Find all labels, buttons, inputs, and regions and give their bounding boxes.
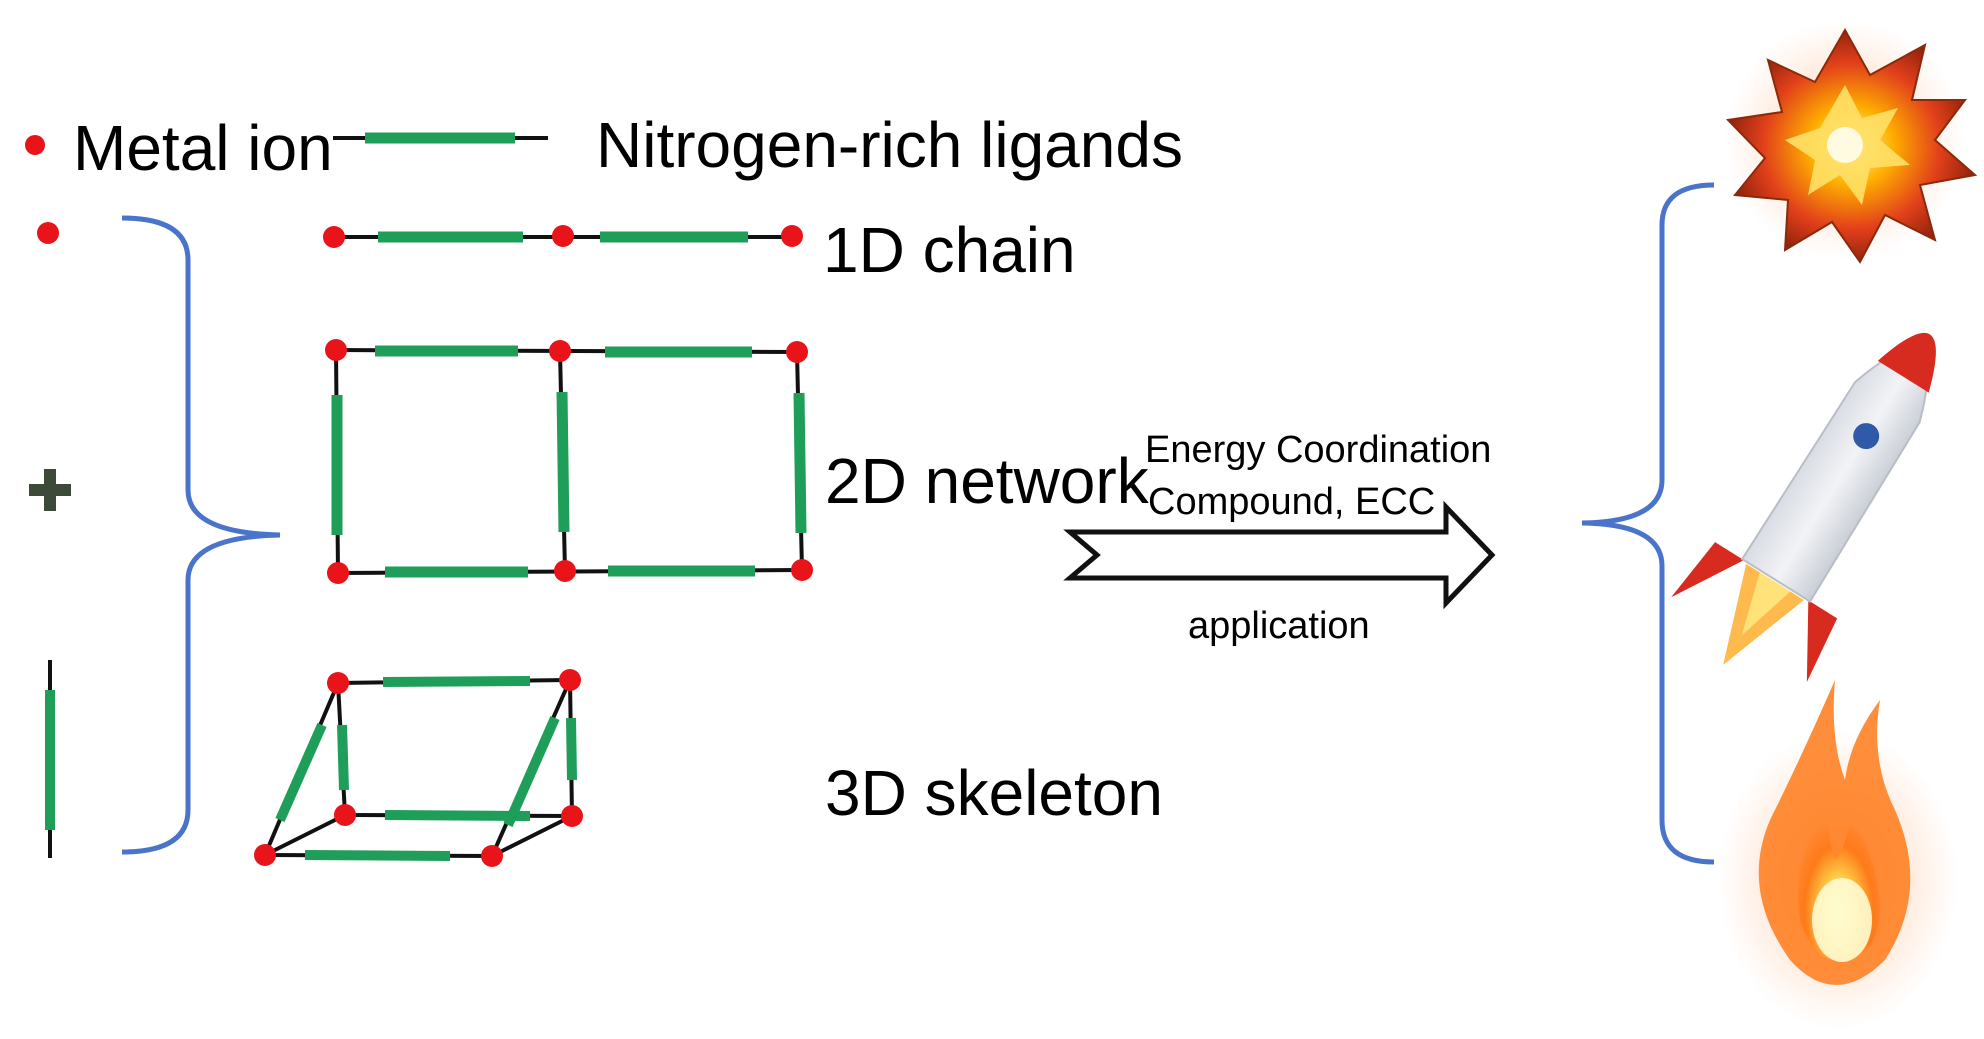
ligand-label: Nitrogen-rich ligands: [596, 109, 1183, 181]
explosion-icon: [1725, 20, 1978, 264]
right-brace: [1581, 182, 1715, 865]
left-brace: [121, 215, 281, 855]
rocket-icon: [1671, 332, 1936, 683]
network-2d-label: 2D network: [825, 445, 1150, 517]
skeleton-3d-label: 3D skeleton: [825, 757, 1163, 829]
metal-ion-legend-dot: [25, 135, 45, 155]
chain-1d-structure: [323, 225, 803, 248]
arrow-text-line2: Compound, ECC: [1148, 481, 1435, 523]
network-2d-structure: [325, 339, 813, 584]
plus-icon: [29, 469, 71, 511]
arrow-text-below: application: [1188, 605, 1370, 647]
metal-ion-dot: [37, 222, 59, 244]
fire-icon: [1718, 680, 1958, 1030]
legend: Metal ion Nitrogen-rich ligands: [25, 109, 1183, 184]
arrow-text-line1: Energy Coordination: [1145, 429, 1491, 471]
metal-ion-label: Metal ion: [73, 112, 333, 184]
building-blocks: [29, 222, 71, 858]
application-arrow: [1063, 500, 1496, 610]
chain-1d-label: 1D chain: [823, 214, 1076, 286]
skeleton-3d-structure: [254, 669, 583, 867]
